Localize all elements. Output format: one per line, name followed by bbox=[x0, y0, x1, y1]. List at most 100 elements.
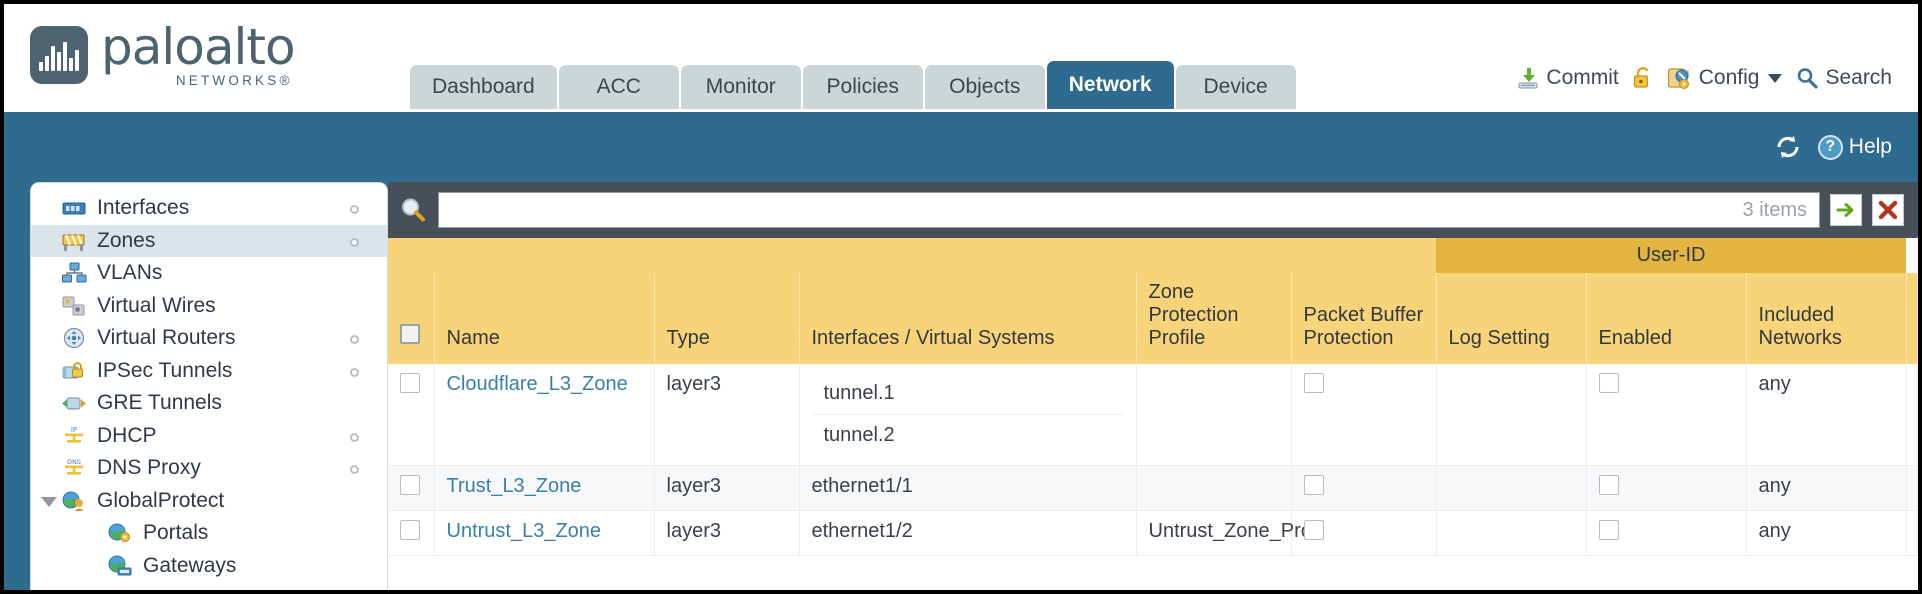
sidebar-item-gateways[interactable]: Gateways bbox=[31, 550, 387, 583]
interfaces-icon bbox=[61, 197, 87, 219]
cell-user-id-enabled bbox=[1586, 510, 1747, 556]
tab-objects[interactable]: Objects bbox=[924, 65, 1045, 109]
sidebar-item-label: Virtual Routers bbox=[97, 326, 236, 350]
tab-acc[interactable]: ACC bbox=[558, 65, 679, 109]
cell-interfaces: ethernet1/2 bbox=[799, 510, 1137, 556]
group-header-user-id: User-ID bbox=[1436, 238, 1907, 273]
cell-name: Cloudflare_L3_Zone bbox=[434, 364, 655, 466]
packet-buffer-protection-checkbox[interactable] bbox=[1303, 373, 1324, 393]
secondary-blue-band bbox=[4, 112, 1918, 184]
question-mark-icon: ? bbox=[1817, 134, 1843, 160]
column-header-excluded-networks[interactable]: Excluded Networks bbox=[1906, 273, 1918, 364]
sidebar-item-vlans[interactable]: VLANs bbox=[31, 257, 387, 290]
table-row[interactable]: Trust_L3_Zone layer3 ethernet1/1 any bbox=[388, 465, 1918, 511]
zone-name-link[interactable]: Untrust_L3_Zone bbox=[446, 520, 602, 542]
column-header-log-setting[interactable]: Log Setting bbox=[1436, 273, 1587, 364]
help-button[interactable]: ? Help bbox=[1817, 134, 1892, 160]
chevron-down-icon bbox=[1768, 73, 1783, 83]
sidebar-item-ipsec-tunnels[interactable]: IPSec Tunnels bbox=[31, 355, 387, 388]
user-id-enabled-checkbox[interactable] bbox=[1598, 475, 1619, 495]
main-content-panel: 3 items bbox=[388, 182, 1918, 590]
column-header-type[interactable]: Type bbox=[654, 273, 800, 364]
filter-input[interactable]: 3 items bbox=[438, 192, 1820, 228]
table-row[interactable]: Untrust_L3_Zone layer3 ethernet1/2 Untru… bbox=[388, 510, 1918, 556]
row-select-cell bbox=[388, 465, 435, 511]
column-header-zone-protection-profile[interactable]: Zone Protection Profile bbox=[1136, 273, 1292, 364]
portals-icon bbox=[107, 522, 133, 544]
gateways-icon bbox=[107, 555, 133, 577]
cell-included-networks: any bbox=[1746, 510, 1907, 556]
zone-name-link[interactable]: Trust_L3_Zone bbox=[446, 475, 582, 497]
user-id-enabled-checkbox[interactable] bbox=[1598, 520, 1619, 540]
column-header-name[interactable]: Name bbox=[434, 273, 655, 364]
column-header-enabled[interactable]: Enabled bbox=[1586, 273, 1747, 364]
sidebar-item-gre-tunnels[interactable]: GRE Tunnels bbox=[31, 387, 387, 420]
refresh-button[interactable] bbox=[1774, 134, 1802, 160]
expand-triangle-icon[interactable] bbox=[41, 496, 57, 507]
cell-type: layer3 bbox=[654, 465, 800, 511]
column-header-packet-buffer-protection[interactable]: Packet Buffer Protection bbox=[1291, 273, 1437, 364]
cell-name: Trust_L3_Zone bbox=[434, 465, 655, 511]
cell-zone-protection-profile bbox=[1136, 465, 1292, 511]
cell-excluded-networks: none bbox=[1906, 510, 1918, 556]
tab-dashboard[interactable]: Dashboard bbox=[410, 65, 557, 109]
select-all-checkbox[interactable] bbox=[400, 324, 420, 344]
commit-button[interactable]: Commit bbox=[1516, 66, 1619, 90]
tab-policies[interactable]: Policies bbox=[802, 65, 923, 109]
band-controls: ? Help bbox=[1774, 134, 1892, 160]
packet-buffer-protection-checkbox[interactable] bbox=[1303, 520, 1324, 540]
red-x-icon bbox=[1878, 200, 1898, 220]
cell-packet-buffer-protection bbox=[1291, 510, 1437, 556]
item-count-label: 3 items bbox=[1742, 198, 1807, 221]
sidebar-item-dhcp[interactable]: IP DHCP bbox=[31, 420, 387, 453]
sidebar-item-label: Virtual Wires bbox=[97, 293, 216, 317]
interface-entry: tunnel.2 bbox=[811, 414, 1124, 456]
cell-zone-protection-profile bbox=[1136, 364, 1292, 466]
sidebar-item-dns-proxy[interactable]: DNS DNS Proxy bbox=[31, 452, 387, 485]
virtual-routers-icon bbox=[61, 327, 87, 349]
sidebar-item-label: Portals bbox=[143, 521, 209, 545]
globalprotect-icon bbox=[61, 490, 87, 512]
cell-included-networks: any bbox=[1746, 465, 1907, 511]
tab-network[interactable]: Network bbox=[1046, 61, 1174, 109]
config-wrench-icon bbox=[1667, 68, 1689, 89]
lock-button[interactable] bbox=[1632, 66, 1654, 90]
sidebar-item-virtual-wires[interactable]: Virtual Wires bbox=[31, 290, 387, 323]
brand-subtitle: NETWORKS® bbox=[101, 74, 295, 88]
row-checkbox[interactable] bbox=[400, 373, 420, 393]
sidebar-item-globalprotect[interactable]: GlobalProtect bbox=[31, 485, 387, 518]
cell-excluded-networks: none bbox=[1906, 364, 1918, 466]
column-header-included-networks[interactable]: Included Networks bbox=[1746, 273, 1907, 364]
select-all-header bbox=[388, 273, 435, 364]
zones-table-container: User-ID Name Type Interfaces / Virtual S… bbox=[388, 238, 1918, 590]
row-checkbox[interactable] bbox=[400, 475, 420, 495]
table-row[interactable]: Cloudflare_L3_Zone layer3 tunnel.1 tunne… bbox=[388, 364, 1918, 466]
sidebar-item-interfaces[interactable]: Interfaces bbox=[31, 192, 387, 225]
cell-user-id-enabled bbox=[1586, 465, 1747, 511]
row-checkbox[interactable] bbox=[400, 520, 420, 540]
status-dot bbox=[350, 237, 359, 247]
filter-search-icon[interactable] bbox=[398, 195, 428, 225]
apply-filter-button[interactable] bbox=[1830, 194, 1862, 226]
status-dot bbox=[350, 432, 359, 442]
sidebar-item-zones[interactable]: Zones bbox=[31, 224, 387, 257]
packet-buffer-protection-checkbox[interactable] bbox=[1303, 475, 1324, 495]
config-menu[interactable]: Config bbox=[1667, 66, 1783, 90]
search-button[interactable]: Search bbox=[1795, 66, 1892, 90]
zones-table: User-ID Name Type Interfaces / Virtual S… bbox=[388, 238, 1918, 556]
header-actions: Commit Config bbox=[1516, 66, 1892, 90]
commit-icon bbox=[1518, 68, 1538, 89]
user-id-enabled-checkbox[interactable] bbox=[1598, 373, 1619, 393]
tab-device[interactable]: Device bbox=[1175, 65, 1296, 109]
cell-interfaces: ethernet1/1 bbox=[799, 465, 1137, 511]
column-header-interfaces-virtual-systems[interactable]: Interfaces / Virtual Systems bbox=[799, 273, 1137, 364]
sidebar-item-label: Zones bbox=[97, 228, 156, 252]
zone-name-link[interactable]: Cloudflare_L3_Zone bbox=[446, 373, 628, 395]
gre-tunnels-icon bbox=[61, 392, 87, 414]
interface-entry: tunnel.1 bbox=[823, 382, 895, 404]
clear-filter-button[interactable] bbox=[1872, 194, 1904, 226]
sidebar-item-portals[interactable]: Portals bbox=[31, 517, 387, 550]
tab-monitor[interactable]: Monitor bbox=[680, 65, 801, 109]
sidebar-item-virtual-routers[interactable]: Virtual Routers bbox=[31, 322, 387, 355]
commit-label: Commit bbox=[1546, 66, 1619, 89]
